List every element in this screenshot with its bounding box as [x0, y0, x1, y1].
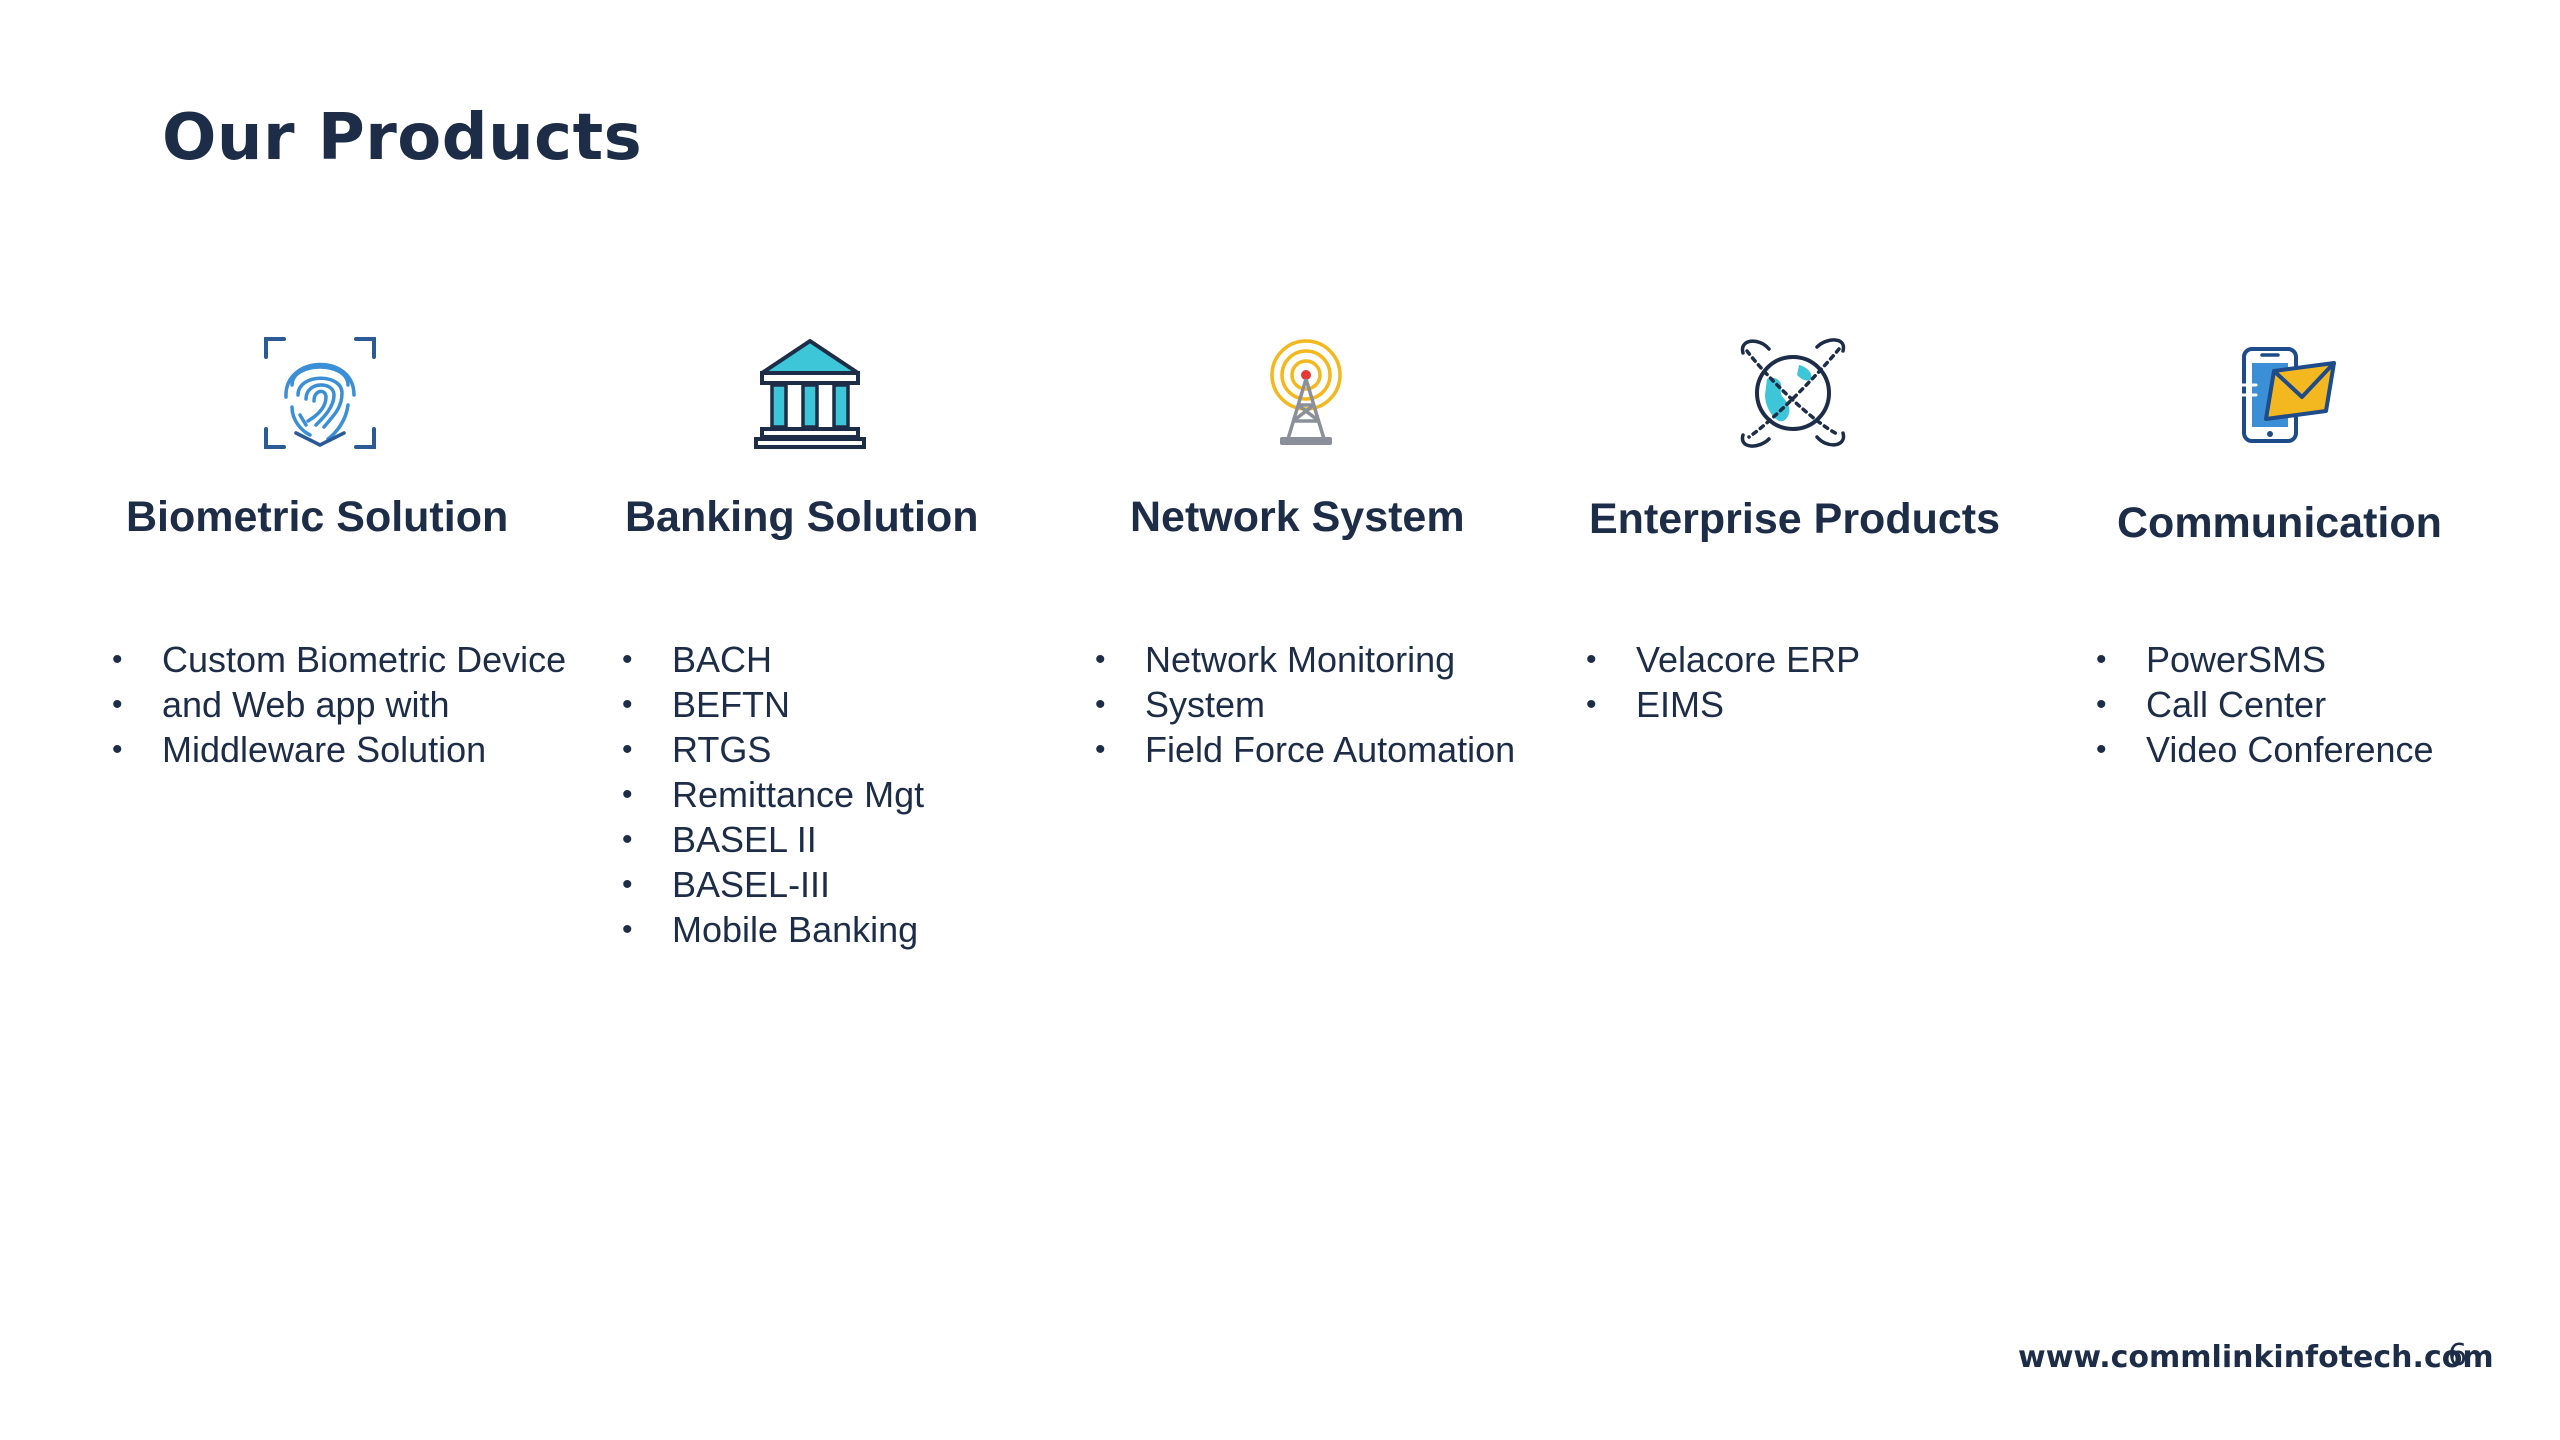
page-title: Our Products	[162, 101, 643, 175]
product-list-enterprise: Velacore ERP EIMS	[1586, 637, 1860, 727]
list-item: Mobile Banking	[622, 907, 924, 952]
list-item: and Web app with	[112, 682, 566, 727]
product-heading-enterprise: Enterprise Products	[1589, 495, 2000, 543]
antenna-tower-icon	[1248, 335, 1364, 451]
list-item: BACH	[622, 637, 924, 682]
list-item: EIMS	[1586, 682, 1860, 727]
fingerprint-icon	[262, 335, 378, 451]
list-item: PowerSMS	[2096, 637, 2434, 682]
list-item: Custom Biometric Device	[112, 637, 566, 682]
globe-orbit-icon	[1735, 335, 1851, 451]
list-item: RTGS	[622, 727, 924, 772]
list-item: Remittance Mgt	[622, 772, 924, 817]
list-item: Network Monitoring	[1095, 637, 1515, 682]
list-item: Middleware Solution	[112, 727, 566, 772]
product-heading-network: Network System	[1130, 493, 1465, 541]
footer-url: www.commlinkinfotech.com	[2018, 1340, 2494, 1375]
list-item: BASEL II	[622, 817, 924, 862]
product-heading-biometric: Biometric Solution	[126, 493, 509, 541]
list-item: BEFTN	[622, 682, 924, 727]
bank-icon	[752, 335, 868, 451]
list-item: Field Force Automation	[1095, 727, 1515, 772]
list-item: Video Conference	[2096, 727, 2434, 772]
list-item: Velacore ERP	[1586, 637, 1860, 682]
product-heading-communication: Communication	[2117, 499, 2442, 547]
product-list-communication: PowerSMS Call Center Video Conference	[2096, 637, 2434, 772]
product-list-network: Network Monitoring System Field Force Au…	[1095, 637, 1515, 772]
list-item: System	[1095, 682, 1515, 727]
list-item: Call Center	[2096, 682, 2434, 727]
product-list-biometric: Custom Biometric Device and Web app with…	[112, 637, 566, 772]
list-item: BASEL-III	[622, 862, 924, 907]
page-number: 6	[2448, 1338, 2468, 1373]
product-list-banking: BACH BEFTN RTGS Remittance Mgt BASEL II …	[622, 637, 924, 952]
mobile-mail-icon	[2228, 335, 2344, 451]
product-heading-banking: Banking Solution	[625, 493, 979, 541]
